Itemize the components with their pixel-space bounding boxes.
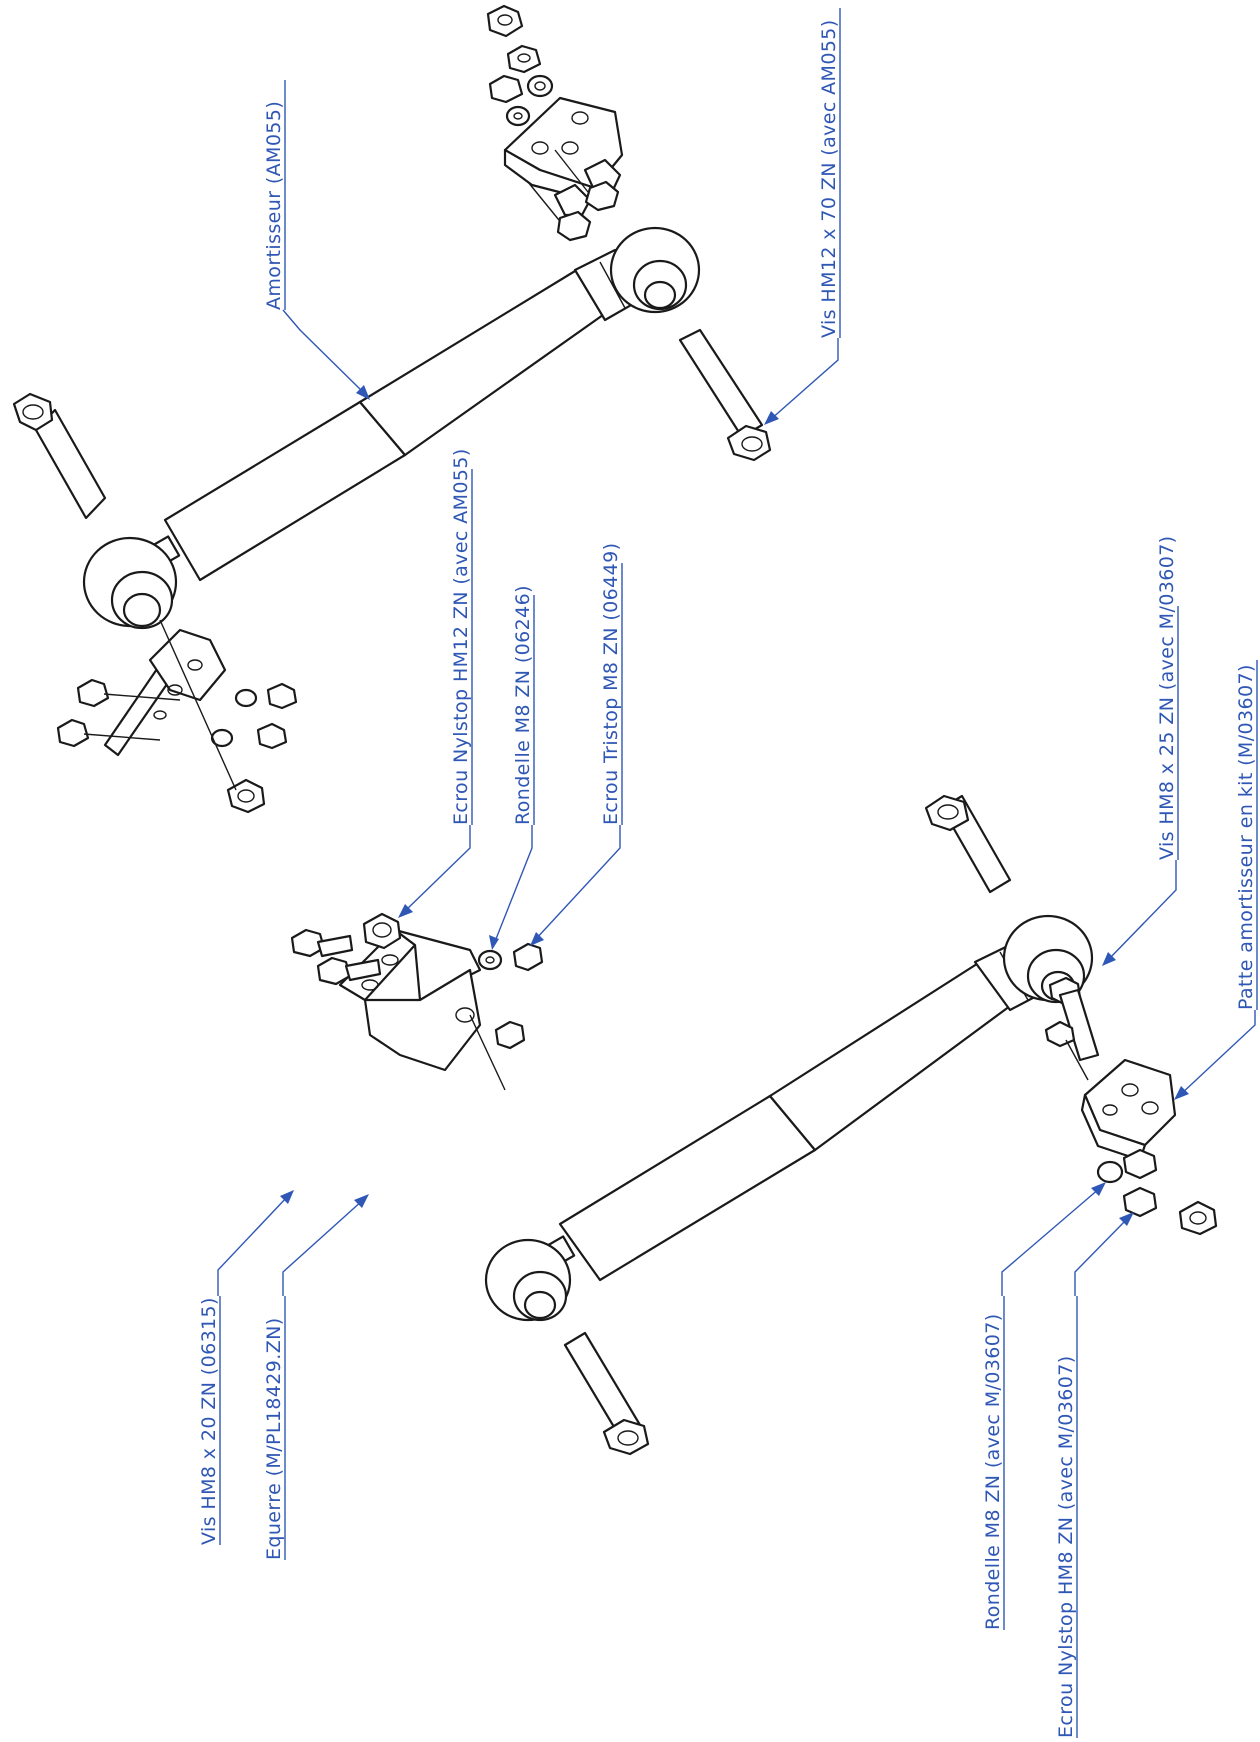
label-ecrou-nylstop-hm8: Ecrou Nylstop HM8 ZN (avec M/03607) [1055, 1355, 1077, 1738]
label-patte: Patte amortisseur en kit (M/03607) [1235, 664, 1257, 1010]
lower-shock-body [544, 938, 1050, 1282]
label-rondelle-m8-kit: Rondelle M8 ZN (avec M/03607) [982, 1313, 1004, 1630]
upper-top-plate [503, 96, 624, 242]
lower-shock-absorber-assembly [290, 794, 1218, 1456]
upper-shock-lower-eye [82, 536, 178, 630]
label-vis-hm12: Vis HM12 x 70 ZN (avec AM055) [818, 19, 840, 338]
rondelle-and-tristop-part [477, 942, 544, 1050]
ecrou-nylstop-hm12-part [362, 912, 402, 950]
label-rondelle-m8: Rondelle M8 ZN (06246) [512, 585, 534, 825]
equerre-bolts [290, 928, 382, 986]
upper-shock-body [149, 248, 642, 582]
label-vis-hm8-25: Vis HM8 x 25 ZN (avec M/03607) [1156, 536, 1178, 861]
lower-right-bolt [924, 794, 1012, 894]
upper-right-bolt [678, 328, 772, 462]
upper-shock-upper-eye [609, 226, 701, 314]
upper-lower-bracket [56, 619, 298, 814]
upper-top-nuts [486, 4, 554, 127]
label-amortisseur: Amortisseur (AM055) [263, 101, 285, 310]
upper-shock-absorber-assembly [12, 4, 772, 814]
label-vis-hm8-20: Vis HM8 x 20 ZN (06315) [198, 1297, 220, 1545]
label-equerre: Equerre (M/PL18429.ZN) [263, 1317, 285, 1560]
upper-left-bolt [12, 392, 107, 520]
lower-left-bolt [563, 1331, 650, 1456]
lower-shock-lower-eye [484, 1238, 572, 1322]
patte-amortisseur-plate [1044, 976, 1218, 1236]
label-ecrou-nylstop-hm12: Ecrou Nylstop HM12 ZN (avec AM055) [450, 448, 472, 825]
annotation-labels: Amortisseur (AM055) Vis HM12 x 70 ZN (av… [198, 8, 1258, 1738]
label-ecrou-tristop: Ecrou Tristop M8 ZN (06449) [600, 543, 622, 825]
leader-lines [217, 309, 1256, 1296]
